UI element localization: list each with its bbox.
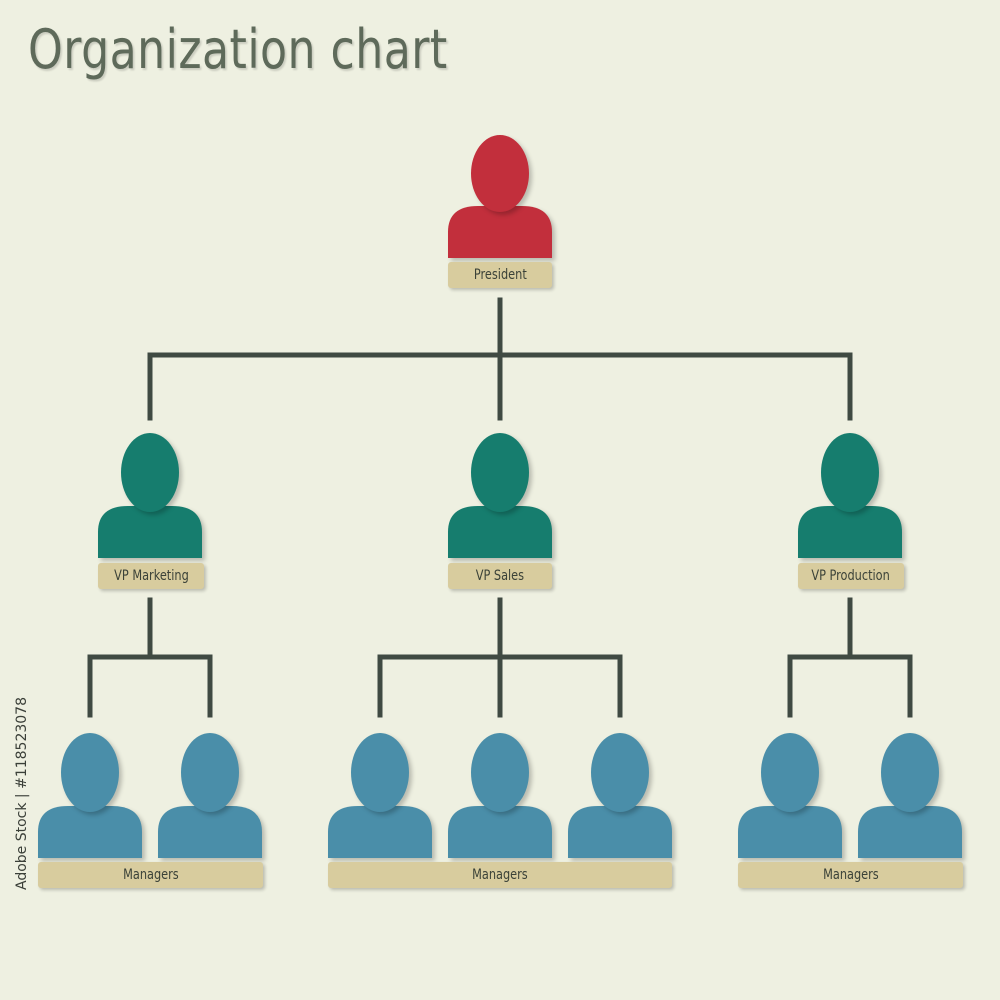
stock-watermark: Adobe Stock | #118523078 <box>14 697 30 890</box>
person-body <box>448 806 552 858</box>
person-body <box>158 806 262 858</box>
person-head <box>61 733 119 812</box>
vp-marketing-person-icon <box>98 433 202 558</box>
person-body <box>98 506 202 558</box>
vp-production-label: VP Production <box>798 563 904 589</box>
managers-group-sales-label: Managers <box>328 862 672 888</box>
manager-person-icon <box>158 733 262 858</box>
person-head <box>821 433 879 512</box>
person-head <box>121 433 179 512</box>
manager-person-icon <box>328 733 432 858</box>
managers-group-marketing-label: Managers <box>38 862 263 888</box>
people <box>38 135 962 858</box>
vp-sales-person-icon <box>448 433 552 558</box>
person-head <box>471 733 529 812</box>
vp-production-person-icon <box>798 433 902 558</box>
person-head <box>471 433 529 512</box>
president-label: President <box>448 262 552 288</box>
person-body <box>448 206 552 258</box>
person-head <box>471 135 529 212</box>
person-body <box>38 806 142 858</box>
person-head <box>591 733 649 812</box>
person-body <box>858 806 962 858</box>
manager-person-icon <box>568 733 672 858</box>
vp-sales-label: VP Sales <box>448 563 552 589</box>
managers-group-production-label: Managers <box>738 862 963 888</box>
person-body <box>568 806 672 858</box>
person-head <box>181 733 239 812</box>
chart-title: Organization chart <box>28 18 448 81</box>
person-head <box>761 733 819 812</box>
vp-marketing-label: VP Marketing <box>98 563 204 589</box>
person-body <box>328 806 432 858</box>
person-body <box>798 506 902 558</box>
person-body <box>448 506 552 558</box>
president-person-icon <box>448 135 552 258</box>
manager-person-icon <box>738 733 842 858</box>
connectors <box>87 297 913 718</box>
manager-person-icon <box>858 733 962 858</box>
person-head <box>881 733 939 812</box>
person-head <box>351 733 409 812</box>
manager-person-icon <box>448 733 552 858</box>
person-body <box>738 806 842 858</box>
manager-person-icon <box>38 733 142 858</box>
